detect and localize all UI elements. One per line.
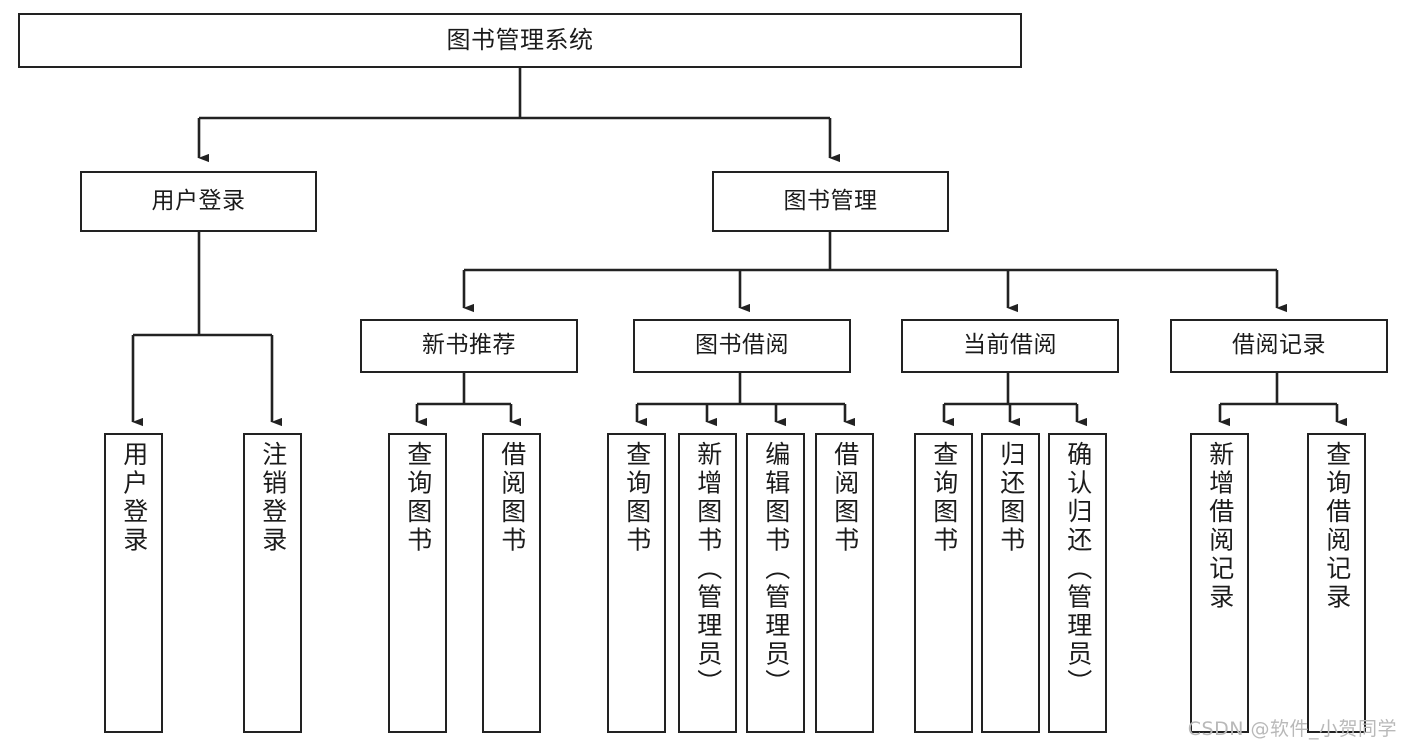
node-label: 注销登录 xyxy=(258,441,288,555)
node-label: 编辑图书（管理员） xyxy=(761,441,791,698)
leaf-new-book-borrow[interactable]: 借阅图书 xyxy=(482,433,541,733)
node-label: 借阅图书 xyxy=(830,441,860,555)
leaf-borrow-query-book[interactable]: 查询图书 xyxy=(607,433,666,733)
node-label: 查询图书 xyxy=(622,441,652,555)
node-label: 用户登录 xyxy=(119,441,149,555)
node-borrowing-records[interactable]: 借阅记录 xyxy=(1170,319,1388,373)
csdn-watermark: CSDN @软件_小贺同学 xyxy=(1187,718,1397,740)
node-label: 图书管理系统 xyxy=(446,26,594,55)
leaf-current-return-book[interactable]: 归还图书 xyxy=(981,433,1040,733)
node-label: 查询借阅记录 xyxy=(1322,441,1352,612)
leaf-user-login-login[interactable]: 用户登录 xyxy=(104,433,163,733)
leaf-borrow-borrow-book[interactable]: 借阅图书 xyxy=(815,433,874,733)
leaf-record-query-record[interactable]: 查询借阅记录 xyxy=(1307,433,1366,733)
leaf-record-add-record[interactable]: 新增借阅记录 xyxy=(1190,433,1249,733)
leaf-borrow-edit-book-admin[interactable]: 编辑图书（管理员） xyxy=(746,433,805,733)
node-current-borrowing[interactable]: 当前借阅 xyxy=(901,319,1119,373)
node-label: 图书借阅 xyxy=(695,332,789,359)
node-label: 借阅图书 xyxy=(497,441,527,555)
node-label: 当前借阅 xyxy=(963,332,1057,359)
node-label: 用户登录 xyxy=(151,187,246,214)
node-book-borrowing[interactable]: 图书借阅 xyxy=(633,319,851,373)
node-new-book-recommendation[interactable]: 新书推荐 xyxy=(360,319,578,373)
node-root-system[interactable]: 图书管理系统 xyxy=(18,13,1022,68)
leaf-current-query-book[interactable]: 查询图书 xyxy=(914,433,973,733)
leaf-new-book-query[interactable]: 查询图书 xyxy=(388,433,447,733)
node-book-management[interactable]: 图书管理 xyxy=(712,171,949,232)
node-label: 查询图书 xyxy=(403,441,433,555)
node-label: 图书管理 xyxy=(783,187,878,214)
node-label: 借阅记录 xyxy=(1232,332,1326,359)
leaf-borrow-add-book-admin[interactable]: 新增图书（管理员） xyxy=(678,433,737,733)
leaf-user-login-logout[interactable]: 注销登录 xyxy=(243,433,302,733)
node-user-login[interactable]: 用户登录 xyxy=(80,171,317,232)
node-label: 查询图书 xyxy=(929,441,959,555)
node-label: 确认归还（管理员） xyxy=(1063,441,1093,698)
node-label: 新增借阅记录 xyxy=(1205,441,1235,612)
node-label: 新书推荐 xyxy=(422,332,516,359)
leaf-current-confirm-return-admin[interactable]: 确认归还（管理员） xyxy=(1048,433,1107,733)
node-label: 新增图书（管理员） xyxy=(693,441,723,698)
node-label: 归还图书 xyxy=(996,441,1026,555)
